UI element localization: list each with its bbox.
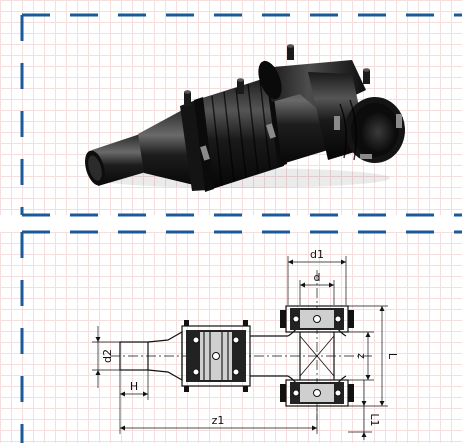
dim-l-label: L [386,353,399,360]
dim-l1-label: L1 [368,413,381,426]
dim-d-label: d [314,271,321,284]
drawing-frame [20,230,462,443]
photo-frame [20,13,462,217]
dim-d2-label: d2 [101,349,114,363]
dim-h-label: H [130,380,138,393]
drawing-panel [0,232,462,443]
dim-z1-label: z1 [212,414,225,427]
technical-drawing [92,256,388,440]
dimension-labels: d1 d d2 H z1 z L L1 [101,248,399,427]
dim-z-label: z [355,353,368,359]
product-photo [85,44,405,192]
dim-d1-label: d1 [310,248,324,261]
